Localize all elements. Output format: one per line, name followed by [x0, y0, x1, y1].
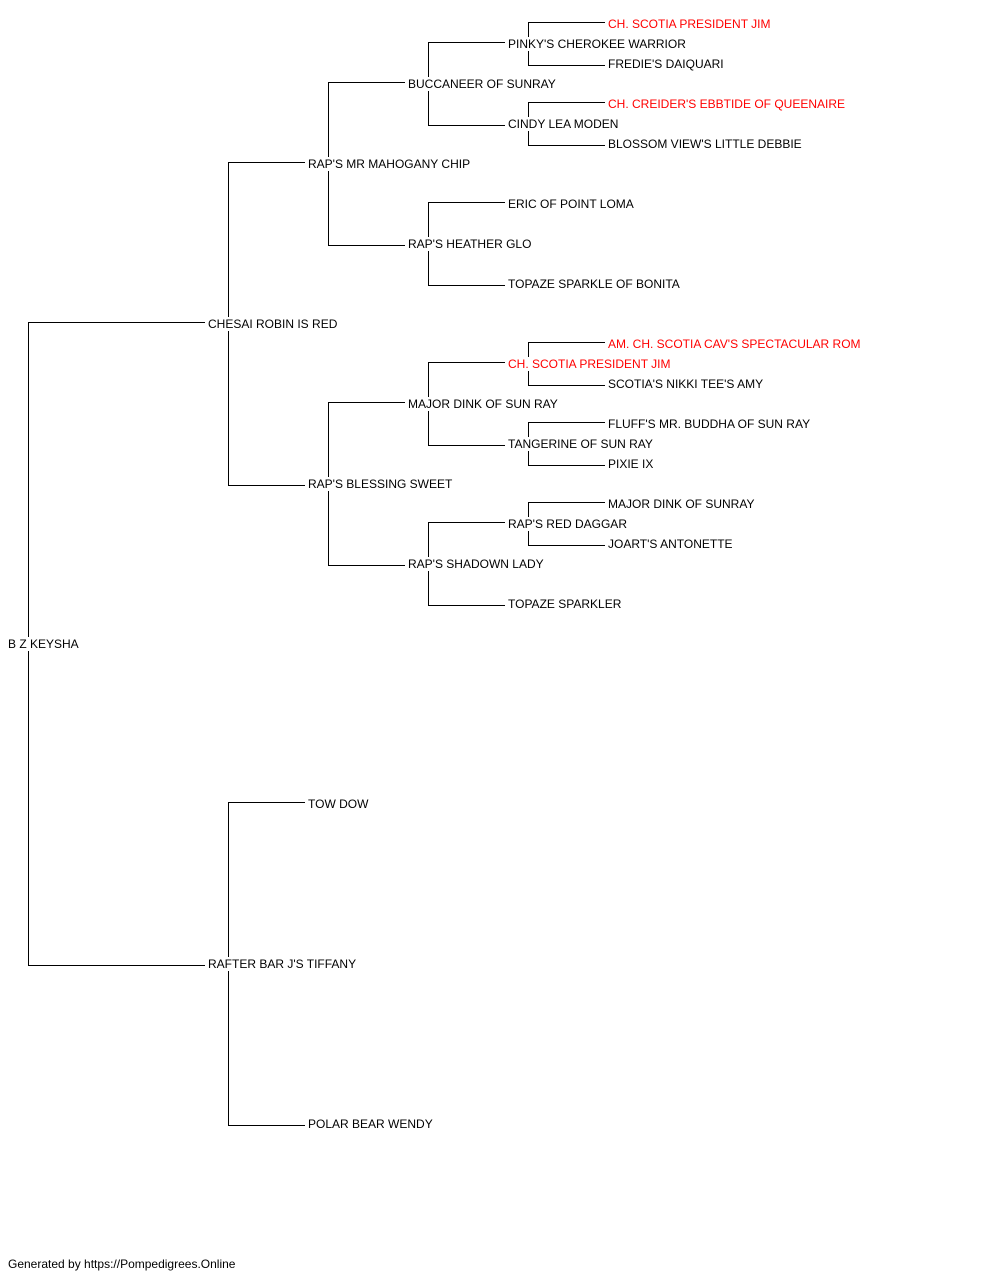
ancestor-sddss: MAJOR DINK OF SUNRAY [608, 497, 757, 511]
maternal-granddam: POLAR BEAR WENDY [308, 1117, 435, 1131]
subject-dog: B Z KEYSHA [8, 637, 81, 651]
ancestor-sssdd: BLOSSOM VIEW'S LITTLE DEBBIE [608, 137, 804, 151]
maternal-grandsire: TOW DOW [308, 797, 371, 811]
ancestor-ssss: PINKY'S CHEROKEE WARRIOR [508, 37, 688, 51]
ancestor-ssds: ERIC OF POINT LOMA [508, 197, 636, 211]
ancestor-sssss: CH. SCOTIA PRESIDENT JIM [608, 17, 773, 31]
ancestor-sdss: CH. SCOTIA PRESIDENT JIM [508, 357, 673, 371]
paternal-grandsire: RAP'S MR MAHOGANY CHIP [308, 157, 473, 171]
ancestor-sdsd: TANGERINE OF SUN RAY [508, 437, 655, 451]
paternal-granddam: RAP'S BLESSING SWEET [308, 477, 455, 491]
ancestor-ssd: RAP'S HEATHER GLO [408, 237, 534, 251]
ancestor-sdd: RAP'S SHADOWN LADY [408, 557, 546, 571]
ancestor-sddsd: JOART'S ANTONETTE [608, 537, 735, 551]
ancestor-sdssd: SCOTIA'S NIKKI TEE'S AMY [608, 377, 766, 391]
generator-credit: Generated by https://Pompedigrees.Online [8, 1257, 236, 1271]
ancestor-ssdd: TOPAZE SPARKLE OF BONITA [508, 277, 682, 291]
ancestor-sddd: TOPAZE SPARKLER [508, 597, 624, 611]
ancestor-sssd: CINDY LEA MODEN [508, 117, 621, 131]
ancestor-sss: BUCCANEER OF SUNRAY [408, 77, 558, 91]
ancestor-ssssd: FREDIE'S DAIQUARI [608, 57, 726, 71]
ancestor-sds: MAJOR DINK OF SUN RAY [408, 397, 560, 411]
sire: CHESAI ROBIN IS RED [208, 317, 340, 331]
ancestor-sssds: CH. CREIDER'S EBBTIDE OF QUEENAIRE [608, 97, 847, 111]
ancestor-sdds: RAP'S RED DAGGAR [508, 517, 629, 531]
ancestor-sdsdd: PIXIE IX [608, 457, 656, 471]
ancestor-sdsss: AM. CH. SCOTIA CAV'S SPECTACULAR ROM [608, 337, 863, 351]
dam: RAFTER BAR J'S TIFFANY [208, 957, 359, 971]
ancestor-sdsds: FLUFF'S MR. BUDDHA OF SUN RAY [608, 417, 813, 431]
